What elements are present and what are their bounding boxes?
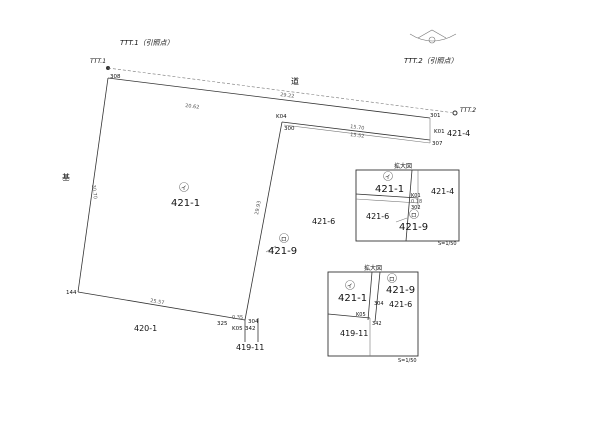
- inset-2-title: 拡大図: [364, 264, 382, 272]
- inset-1-sub: 421-9: [399, 222, 428, 233]
- inset-2-marker-ro: ロ: [389, 277, 395, 283]
- parcel-divider-line: [244, 121, 283, 321]
- sub-leader-line: [265, 245, 277, 253]
- parcel-421-4: 421-4: [447, 129, 470, 138]
- ttt2-label: TTT.2: [460, 107, 476, 114]
- dim-top-road: 29.22: [280, 92, 295, 100]
- inset-1-left: 421-6: [366, 212, 389, 221]
- main-marker-circle: [179, 182, 189, 192]
- inset-2-marker-ro-circle: [387, 273, 397, 283]
- inset-2-marker-i-circle: [345, 280, 355, 290]
- inset-1: 拡大図 イ 421-1 421-4 K01 302 0.18 421-6 ロ 4…: [355, 162, 460, 247]
- point-307: 307: [432, 141, 443, 147]
- inset-1-frame: [355, 169, 460, 242]
- inset-2-k05: K05: [356, 312, 366, 318]
- point-301: 301: [430, 113, 441, 119]
- inset-2-bottom: 419-11: [340, 329, 368, 338]
- sub-marker: ロ: [281, 237, 287, 243]
- dim-top-inner: 20.62: [185, 103, 200, 111]
- inset-2-main: 421-1: [338, 293, 367, 304]
- inset-1-scale: S=1/50: [438, 241, 457, 247]
- parcel-main-label: 421-1: [171, 198, 200, 209]
- inset-1-marker-i: イ: [385, 175, 391, 181]
- inset-1-302: 302: [411, 205, 421, 211]
- inset-2-marker-i: イ: [347, 284, 353, 290]
- dim-right-a: 15.70: [350, 124, 365, 132]
- point-342: 342: [245, 326, 256, 332]
- topright-note: TTT.2（引照点）: [404, 57, 458, 65]
- point-304: 304: [248, 319, 259, 325]
- inset-2: 拡大図 イ ロ 421-1 421-9 304 421-6 K05 342 41…: [327, 264, 419, 364]
- point-k01: K01: [434, 129, 445, 135]
- inset-1-marker-ro-circle: [409, 209, 419, 219]
- point-325: 325: [217, 321, 228, 327]
- inset-1-leader: [395, 217, 408, 223]
- inset-1-marker-ro: ロ: [411, 213, 417, 219]
- parcel-right-inner: [283, 124, 431, 144]
- parcel-right-boundary: [281, 121, 431, 141]
- inset-2-line-b: [374, 271, 381, 323]
- point-k05: K05: [232, 326, 243, 332]
- point-144: 144: [66, 290, 77, 296]
- parcel-419-11: 419-11: [236, 343, 264, 352]
- reference-line: [107, 67, 456, 114]
- inset-2-frame: [327, 271, 419, 357]
- inset-1-main: 421-1: [375, 184, 404, 195]
- inset-1-k01: K01: [411, 193, 421, 199]
- parcel-sub-label: 421-9: [268, 246, 297, 257]
- main-marker: イ: [181, 186, 187, 192]
- inset-2-right: 421-6: [389, 300, 412, 309]
- point-300: 300: [284, 126, 295, 132]
- inset-1-marker-i-circle: [383, 171, 393, 181]
- north-arrow-icon: [409, 29, 457, 44]
- sub-marker-circle: [279, 233, 289, 243]
- topleft-note: TTT.1（引照点）: [120, 39, 174, 47]
- point-308: 308: [110, 74, 121, 80]
- left-label: 基: [62, 172, 70, 182]
- ttt2-marker: [452, 110, 458, 116]
- point-k04: K04: [276, 114, 287, 120]
- inset-2-304: 304: [374, 301, 384, 307]
- inset-2-342: 342: [372, 321, 382, 327]
- parcel-bottom-boundary: [77, 291, 246, 321]
- inset-1-title: 拡大図: [394, 162, 412, 170]
- inset-1-line-c: [405, 169, 413, 242]
- road-label: 道: [291, 76, 299, 86]
- inset-2-line-c: [327, 313, 371, 319]
- parcel-421-6: 421-6: [312, 217, 335, 226]
- inset-2-scale: S=1/50: [398, 358, 417, 364]
- inset-1-right: 421-4: [431, 187, 454, 196]
- inset-2-sub: 421-9: [386, 285, 415, 296]
- dim-bottom: 25.57: [150, 298, 165, 306]
- inset-1-line-b: [355, 198, 419, 204]
- dim-left: 30.70: [90, 184, 98, 199]
- inset-1-dim: 0.18: [411, 199, 422, 205]
- inset-2-line-a: [367, 271, 373, 321]
- dim-k05: 0.35: [232, 315, 243, 321]
- parcel-420-1: 420-1: [134, 324, 157, 333]
- dim-right-b: 15.52: [350, 132, 365, 140]
- parcel-top-boundary: [107, 77, 431, 119]
- ttt1-label: TTT.1: [90, 58, 106, 65]
- inset-1-line-a: [355, 193, 419, 199]
- dim-mid: 29.93: [254, 200, 263, 215]
- parcel-left-boundary: [77, 77, 109, 293]
